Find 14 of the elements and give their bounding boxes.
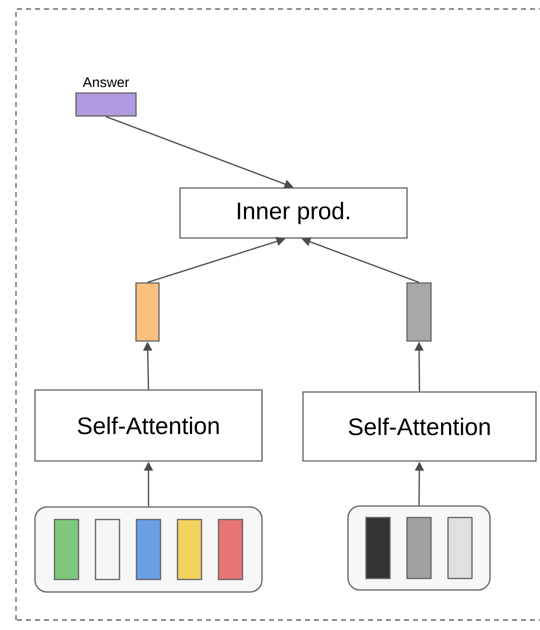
- vector-bar: [135, 282, 160, 342]
- vector-bar: [94, 518, 120, 580]
- process-box: Inner prod.: [179, 187, 408, 239]
- process-box: Self-Attention: [302, 391, 537, 462]
- process-box: Self-Attention: [34, 389, 263, 462]
- vector-bar: [406, 516, 432, 580]
- node-label: Answer: [82, 77, 130, 88]
- vector-bar: [136, 518, 162, 580]
- vector-bar: [176, 518, 202, 580]
- vector-bar: [54, 518, 80, 580]
- vector-bar: [406, 282, 432, 342]
- vector-bar: [218, 518, 244, 580]
- vector-bar: [447, 516, 473, 580]
- vector-bar: [365, 516, 391, 580]
